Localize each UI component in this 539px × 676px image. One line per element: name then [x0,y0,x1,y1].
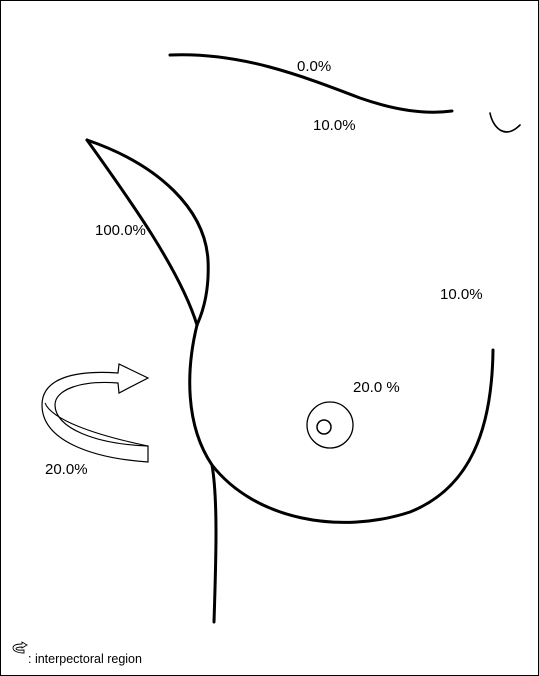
label-medial: 10.0% [440,286,483,303]
interpectoral-arrow-icon [42,364,148,462]
legend-text: : interpectoral region [28,652,142,666]
breast-outline [190,325,493,522]
curved-arrow-icon [13,642,27,653]
label-axillary: 100.0% [95,222,146,239]
label-upper-outer-top: 0.0% [297,58,331,75]
legend: : interpectoral region [13,642,142,666]
label-upper-outer-bottom: 10.0% [313,117,356,134]
nipple-circle [317,420,331,434]
label-nipple: 20.0 % [353,379,400,396]
label-interpectoral: 20.0% [45,461,88,478]
chest-wall-line [212,465,216,622]
shoulder-arc [490,113,520,132]
